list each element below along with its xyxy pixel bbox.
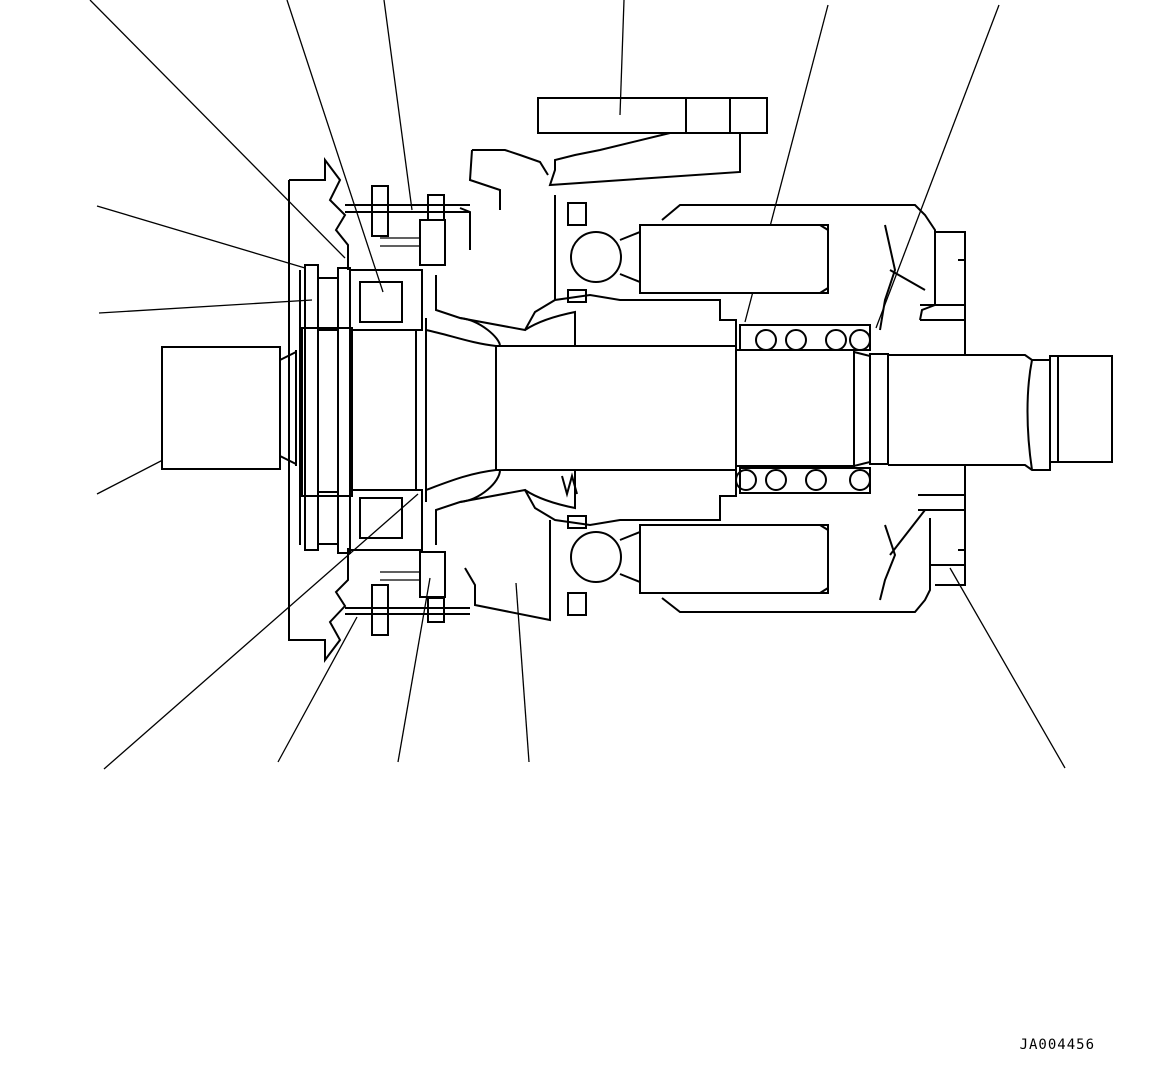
bolt-lower — [345, 520, 550, 635]
piston-upper — [571, 205, 935, 320]
piston-lower — [571, 518, 930, 612]
front-flange — [289, 160, 350, 660]
servo-cylinder — [470, 98, 767, 210]
bolt-upper — [345, 186, 555, 300]
cylinder-block — [660, 225, 925, 600]
valve-pins — [568, 203, 586, 615]
leader-lines — [90, 0, 1065, 769]
drawing-reference-code: JA004456 — [1019, 1037, 1095, 1053]
rear-cover — [918, 232, 965, 585]
swash-plate — [436, 275, 660, 545]
main-shaft — [426, 330, 1112, 490]
front-bearing — [302, 270, 426, 550]
spring-assembly — [736, 325, 870, 493]
input-shaft-spline — [162, 347, 296, 469]
